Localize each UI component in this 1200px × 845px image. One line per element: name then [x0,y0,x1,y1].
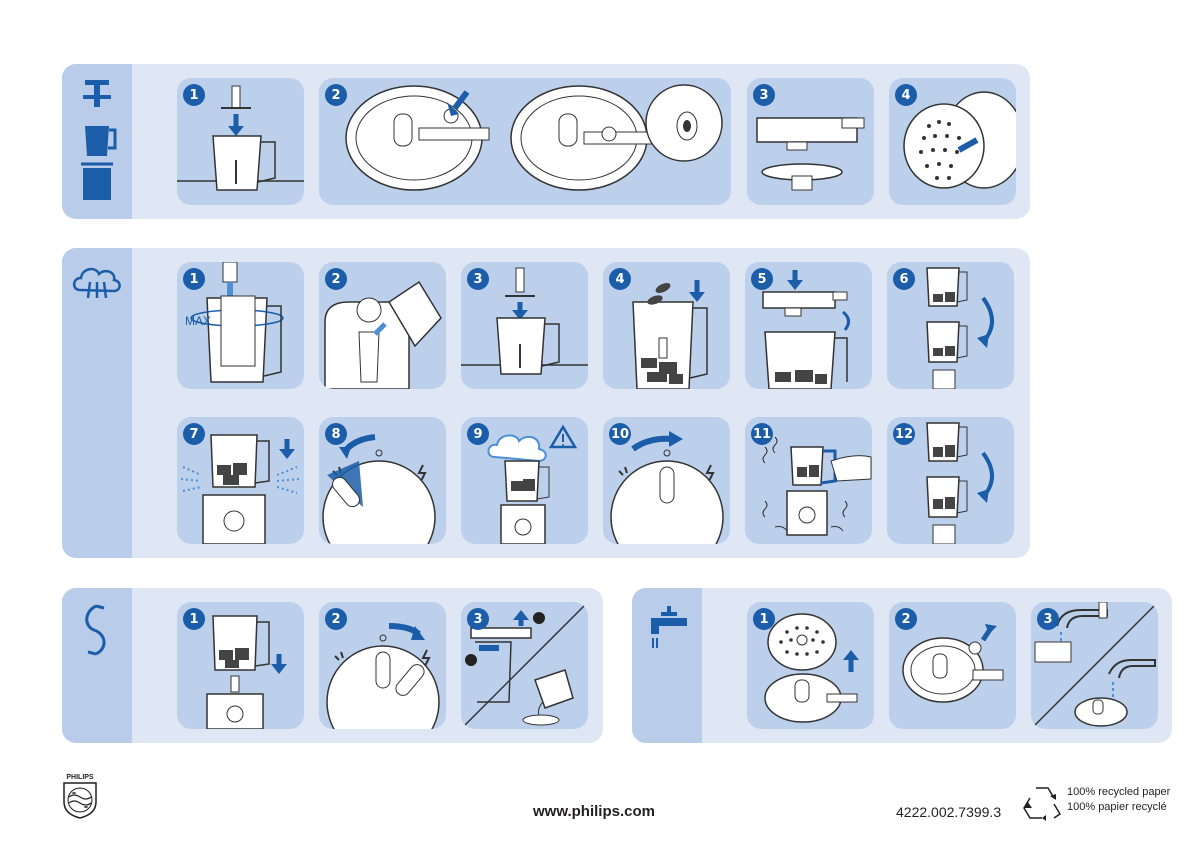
cleaning-step-3: 3 [1031,602,1158,729]
recycle-icon [1020,782,1064,822]
blending-step-2: 2 [319,602,446,729]
step-number: 9 [467,423,489,445]
step-number: 2 [325,268,347,290]
website-url[interactable]: www.philips.com [533,803,655,820]
cleaning-step-2: 2 [889,602,1016,729]
step-number: 11 [751,423,773,445]
steaming-step-11: 11 [745,417,872,544]
cleaning-section: 1 2 3 [632,588,1172,743]
steaming-section: 1 MAX 2 3 [62,248,1030,558]
step-number: 1 [183,608,205,630]
assembly-sidebar [62,64,132,219]
step-number: 7 [183,423,205,445]
step-number: 1 [753,608,775,630]
recycled-paper-text-en: 100% recycled paper [1067,786,1171,798]
steaming-step-6: 6 [887,262,1014,389]
blending-step-1: 1 [177,602,304,729]
cleaning-step-1: 1 [747,602,874,729]
steaming-step-10: 10 [603,417,730,544]
step-number: 2 [895,608,917,630]
max-level-label: MAX [185,314,212,328]
step-number: 10 [609,423,631,445]
assembly-step-4: 4 [889,78,1016,205]
steaming-step-2: 2 [319,262,446,389]
step-number: 12 [893,423,915,445]
steaming-sidebar [62,248,132,558]
step-number: 2 [325,608,347,630]
steaming-step-7: 7 [177,417,304,544]
step-number: 1 [183,84,205,106]
assembly-step-2: 2 [319,78,731,205]
steam-icon [62,264,132,300]
step-number: 4 [609,268,631,290]
steaming-step-3: 3 [461,262,588,389]
assembly-step-1: 1 [177,78,304,205]
water-tap-icon [632,604,702,650]
blade-jar-assembly-icon [62,78,132,208]
steaming-step-12: 12 [887,417,1014,544]
assembly-section: 1 2 [62,64,1030,219]
steaming-step-4: 4 [603,262,730,389]
steaming-step-9: 9 [461,417,588,544]
step-number: 1 [183,268,205,290]
assembly-step-3: 3 [747,78,874,205]
blending-sidebar [62,588,132,743]
steaming-step-5: 5 [745,262,872,389]
recycled-paper-text-fr: 100% papier recyclé [1067,801,1167,813]
cleaning-sidebar [632,588,702,743]
step-number: 2 [325,84,347,106]
blending-section: 1 2 3 [62,588,603,743]
blending-step-3: 3 [461,602,588,729]
step-number: 6 [893,268,915,290]
philips-logo: PHILIPS [60,770,100,820]
document-number: 4222.002.7399.3 [896,804,1002,820]
step-number: 3 [467,608,489,630]
step-number: 8 [325,423,347,445]
steaming-step-8: 8 [319,417,446,544]
steaming-step-1: 1 MAX [177,262,304,389]
blend-icon [62,602,132,658]
step-number: 5 [751,268,773,290]
step-number: 3 [753,84,775,106]
step-number: 3 [1037,608,1059,630]
step-number: 4 [895,84,917,106]
step-number: 3 [467,268,489,290]
brand-wordmark: PHILIPS [66,774,94,781]
